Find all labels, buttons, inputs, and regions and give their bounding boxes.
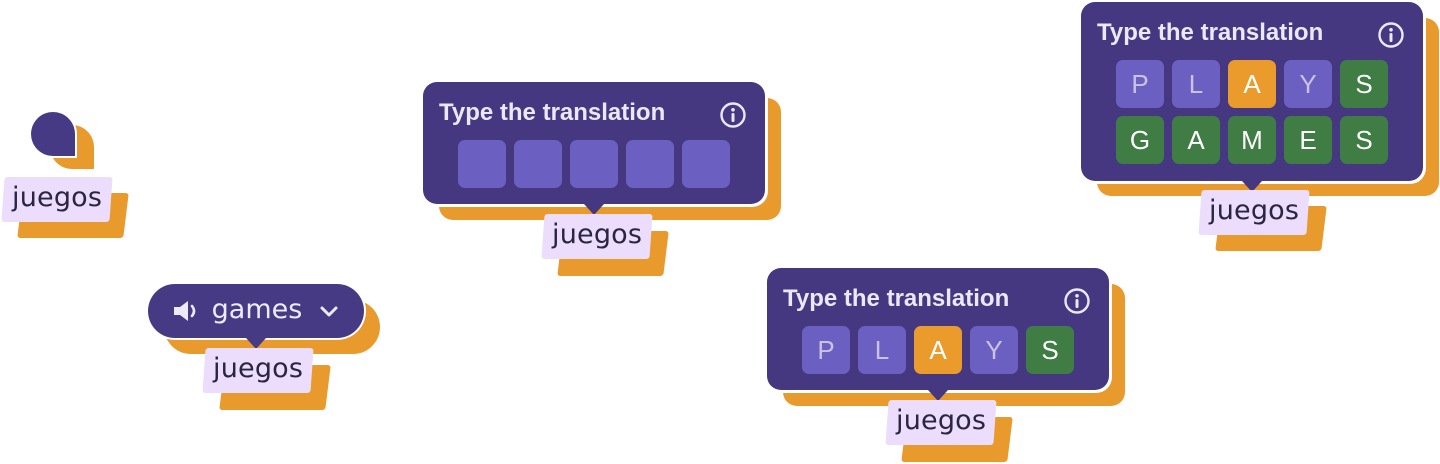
word-text: juegos: [11, 182, 103, 213]
info-icon[interactable]: [1377, 21, 1405, 49]
letter-tile-correct: S: [1340, 116, 1388, 164]
letter-slot[interactable]: [514, 140, 562, 188]
word-text: juegos: [895, 405, 987, 436]
letter-slot[interactable]: [626, 140, 674, 188]
translation-pill-button[interactable]: games: [148, 284, 364, 338]
letter-input-row[interactable]: [458, 140, 730, 188]
popup-title: Type the translation: [1097, 19, 1324, 46]
popup-card: Type the translation P L A Y S: [767, 268, 1109, 390]
letter-tile-correct: M: [1228, 116, 1276, 164]
word-label[interactable]: juegos: [885, 400, 997, 445]
letter-tile-absent: Y: [970, 326, 1018, 374]
guess-row: P L A Y S: [802, 326, 1074, 374]
word-label[interactable]: juegos: [202, 348, 314, 393]
letter-tile-present: A: [1228, 60, 1276, 108]
popup-card: Type the translation P L A Y S G A M E S: [1081, 2, 1423, 181]
letter-slot[interactable]: [682, 140, 730, 188]
letter-tile-absent: P: [802, 326, 850, 374]
word-text: juegos: [551, 219, 643, 250]
guess-row: P L A Y S: [1116, 60, 1388, 108]
letter-tile-correct: G: [1116, 116, 1164, 164]
popup-title: Type the translation: [439, 99, 666, 126]
chevron-down-icon[interactable]: [318, 304, 340, 318]
pill-label: games: [211, 294, 303, 325]
speaker-icon[interactable]: [172, 299, 202, 323]
word-text: juegos: [1208, 195, 1300, 226]
letter-tile-absent: P: [1116, 60, 1164, 108]
map-pin-icon[interactable]: [31, 112, 75, 156]
popup-pointer: [1242, 181, 1262, 192]
pill-pointer: [246, 338, 266, 349]
popup-title: Type the translation: [783, 285, 1010, 312]
letter-tile-correct: S: [1340, 60, 1388, 108]
letter-tile-correct: E: [1284, 116, 1332, 164]
letter-tile-absent: L: [858, 326, 906, 374]
letter-tile-absent: Y: [1284, 60, 1332, 108]
letter-slot[interactable]: [458, 140, 506, 188]
guess-row: G A M E S: [1116, 116, 1388, 164]
letter-tile-present: A: [914, 326, 962, 374]
word-label[interactable]: juegos: [1, 177, 113, 222]
letter-slot[interactable]: [570, 140, 618, 188]
word-text: juegos: [212, 353, 304, 384]
popup-pointer: [928, 390, 948, 401]
letter-tile-correct: S: [1026, 326, 1074, 374]
letter-tile-absent: L: [1172, 60, 1220, 108]
info-icon[interactable]: [719, 101, 747, 129]
word-label[interactable]: juegos: [541, 214, 653, 259]
letter-tile-correct: A: [1172, 116, 1220, 164]
word-label[interactable]: juegos: [1198, 190, 1310, 235]
popup-card: Type the translation: [423, 82, 765, 204]
popup-pointer: [584, 204, 604, 215]
info-icon[interactable]: [1063, 287, 1091, 315]
